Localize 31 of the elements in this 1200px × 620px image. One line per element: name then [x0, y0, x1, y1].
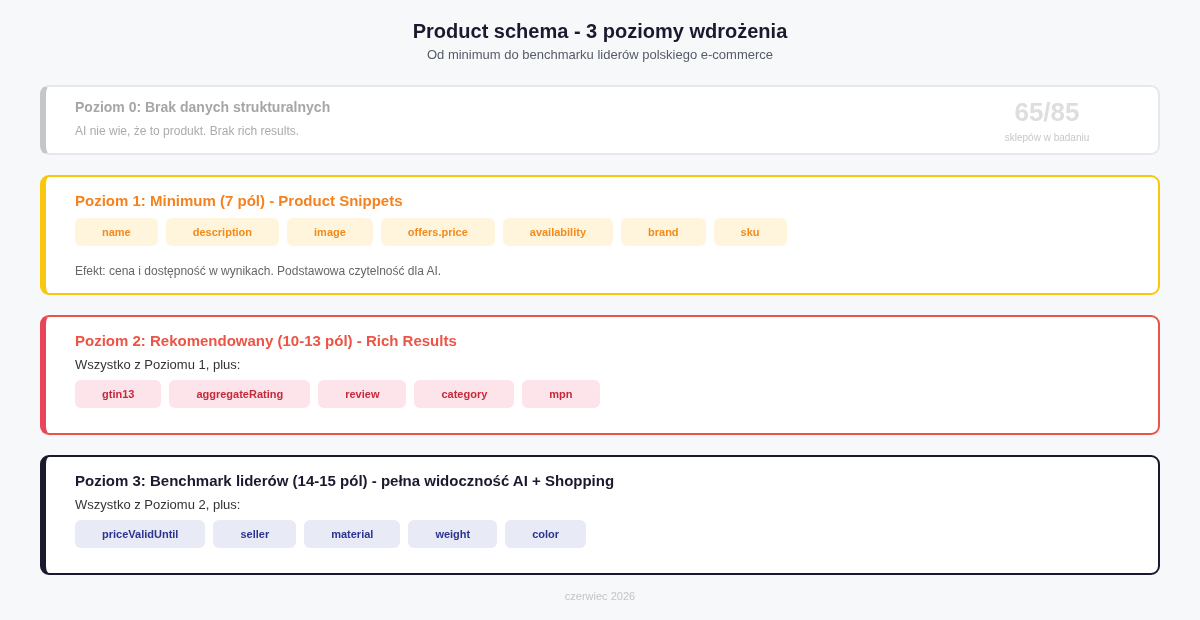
level-description: AI nie wie, że to produkt. Brak rich results.: [75, 123, 300, 139]
level-heading: Poziom 1: Minimum (7 pól) - Product Snippets: [75, 191, 403, 211]
schema-property-label: material: [304, 520, 401, 548]
schema-property-label: description: [165, 218, 280, 246]
intro-text: Wszystko z Poziomu 1, plus:: [75, 356, 241, 374]
level-heading: Poziom 2: Rekomendowany (10-13 pól) - Rich Results: [75, 331, 457, 351]
schema-property-label: image: [287, 218, 373, 246]
schema-property-label: gtin13: [75, 380, 162, 408]
effect-text: Efekt: cena i dostępność w wynikach. Podstawowa czytelność dla AI.: [75, 263, 442, 279]
level-card: [40, 85, 1160, 155]
schema-property-label: sku: [713, 218, 787, 246]
level-card: [40, 315, 1160, 435]
schema-property-label: priceValidUntil: [75, 520, 206, 548]
schema-property-label: offers.price: [380, 218, 495, 246]
schema-property-label: mpn: [522, 380, 600, 408]
level-card: [40, 455, 1160, 575]
diagram-title: Product schema - 3 poziomy wdrożenia: [412, 19, 788, 44]
schema-property-label: seller: [213, 520, 297, 548]
subtitle: Od minimum do benchmarku liderów polskiego e-commerce: [426, 47, 774, 63]
schema-property-label: review: [318, 380, 407, 408]
level-heading: Poziom 3: Benchmark liderów (14-15 pól) - pełna widoczność AI + Shopping: [75, 471, 615, 491]
level-card: [40, 175, 1160, 295]
schema-property-label: color: [505, 520, 587, 548]
level-heading: Poziom 0: Brak danych strukturalnych: [75, 98, 331, 116]
schema-property-label: weight: [408, 520, 498, 548]
schema-property-label: name: [75, 218, 158, 246]
intro-text: Wszystko z Poziomu 2, plus:: [75, 496, 241, 514]
schema-property-label: category: [414, 380, 515, 408]
schema-property-label: aggregateRating: [169, 380, 311, 408]
schema-property-label: brand: [621, 218, 706, 246]
schema-property-label: availability: [502, 218, 614, 246]
